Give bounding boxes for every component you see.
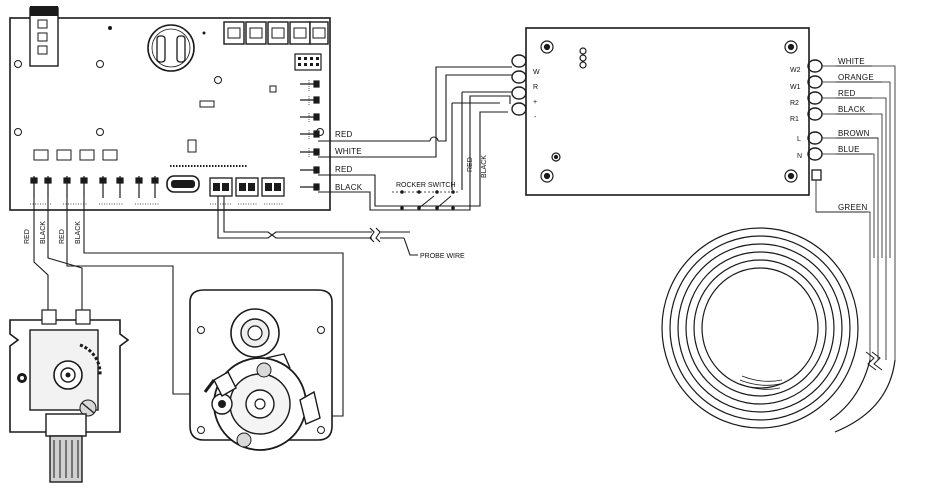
power-supply: W R + - W2 W1 R2 R1 L N [511, 27, 823, 196]
coil-wire-blue-label: BLUE [838, 145, 860, 154]
input-terminal-w: W [533, 69, 540, 76]
wire-label-red-bottom: RED [335, 165, 353, 174]
wire-label-black: BLACK [335, 183, 363, 192]
output-terminal-r1: R1 [790, 116, 799, 123]
board-to-supply-wires [318, 66, 512, 211]
coil-wire-orange-label: ORANGE [838, 73, 874, 82]
switch-wire-black-label: BLACK [481, 155, 488, 178]
coil-wire-brown-label: BROWN [838, 129, 870, 138]
output-terminal-l: L [797, 136, 801, 143]
bottom-wire-black-2: BLACK [75, 221, 82, 244]
output-terminal-w2: W2 [790, 67, 801, 74]
rocker-switch: ROCKER SWITCH [392, 182, 460, 210]
fan-motor [189, 289, 333, 451]
coil-wire-white-label: WHITE [838, 57, 865, 66]
coiled-cable [661, 227, 898, 433]
output-terminal-r2: R2 [790, 100, 799, 107]
coil-wire-red-label: RED [838, 89, 856, 98]
rocker-switch-label: ROCKER SWITCH [396, 182, 456, 189]
coil-wires [815, 65, 896, 258]
switch-wire-red-label: RED [467, 157, 474, 172]
input-terminal-r: R [533, 84, 538, 91]
control-board [9, 6, 331, 211]
wire-label-red-top: RED [335, 130, 353, 139]
bottom-wire-red-1: RED [24, 229, 31, 244]
output-terminal-n: N [797, 153, 802, 160]
output-terminal-w1: W1 [790, 84, 801, 91]
bottom-wire-black-1: BLACK [40, 221, 47, 244]
ground-wire-green-label: GREEN [838, 203, 867, 212]
input-terminal-minus: - [534, 114, 537, 121]
auger-motor [9, 309, 130, 483]
bottom-wire-red-2: RED [59, 229, 66, 244]
coil-wire-black-label: BLACK [838, 105, 866, 114]
input-terminal-plus: + [533, 99, 537, 106]
probe-wire: PROBE WIRE [217, 196, 465, 260]
bottom-wires [33, 198, 344, 417]
probe-wire-label: PROBE WIRE [420, 253, 465, 260]
wire-label-white: WHITE [335, 147, 362, 156]
